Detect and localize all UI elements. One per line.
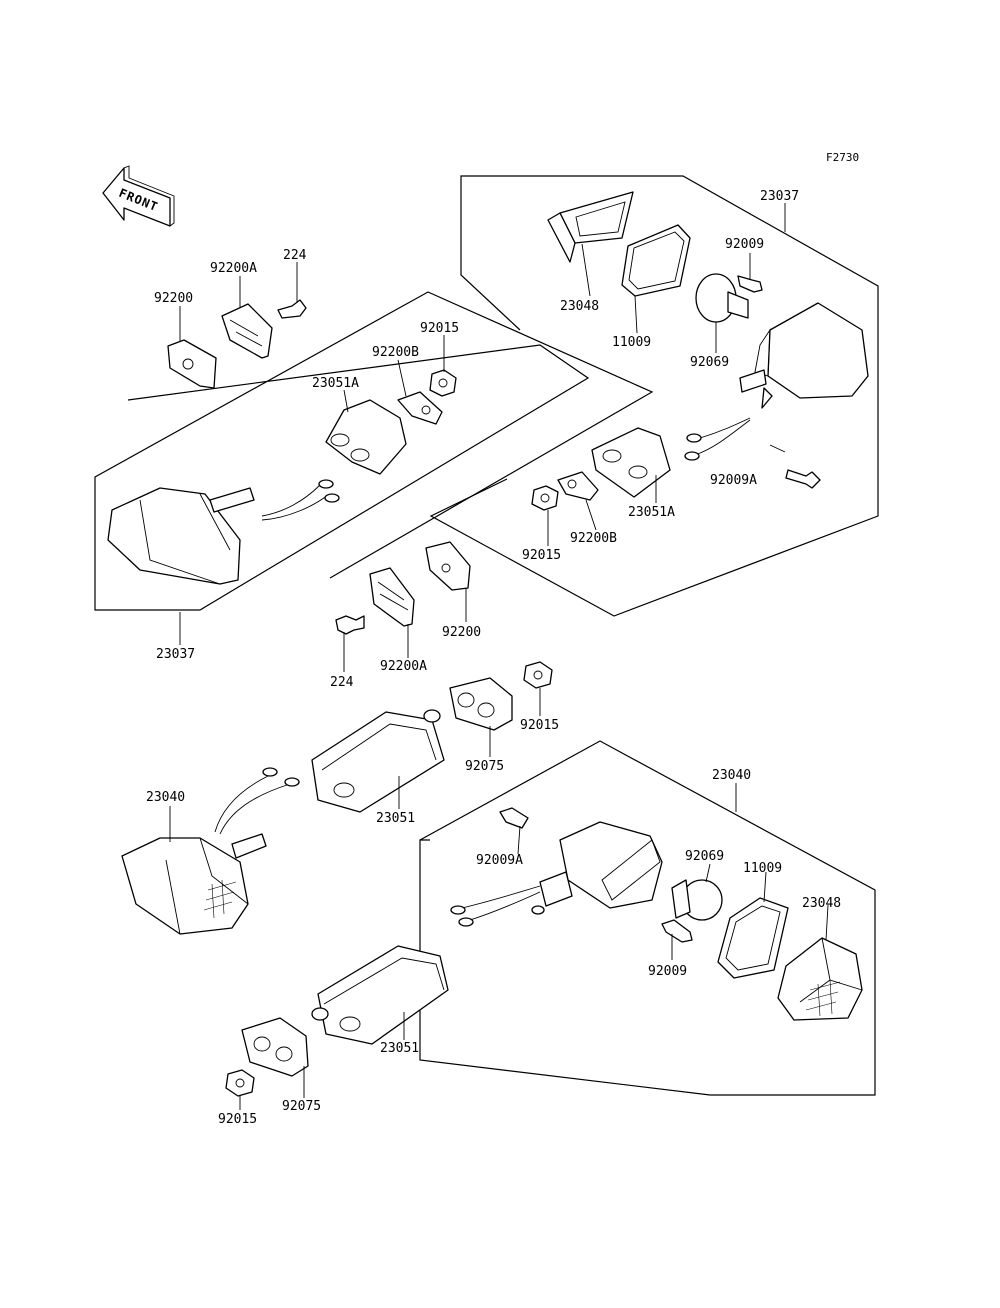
rear-right-screw-a — [785, 469, 821, 489]
label-mid-plate: 92200 — [442, 625, 481, 640]
rear-left-stay — [325, 399, 407, 475]
rear-right-screw — [737, 275, 763, 293]
label-front-left-stay: 23051 — [376, 811, 415, 826]
label-rear-right-gasket: 11009 — [612, 335, 651, 350]
label-front-right-grommet: 92075 — [282, 1099, 321, 1114]
rear-right-plate-b — [557, 471, 599, 501]
label-rear-right-nut: 92015 — [522, 548, 561, 563]
rear-right-housing — [739, 302, 869, 409]
front-right-wires — [450, 885, 545, 927]
label-rear-right-lens: 23048 — [560, 299, 599, 314]
rear-right-nut — [531, 485, 559, 511]
front-right-bulb — [671, 879, 723, 921]
top-bolt — [277, 299, 307, 319]
rear-right-lens — [547, 191, 634, 263]
front-right-housing — [539, 821, 663, 909]
mid-bolt — [335, 615, 365, 635]
front-right-gasket — [717, 897, 789, 979]
front-right-screw-a — [499, 807, 529, 829]
label-front-right-stay: 23051 — [380, 1041, 419, 1056]
label-front-left-grommet: 92075 — [465, 759, 504, 774]
label-mid-plate-a: 92200A — [380, 659, 427, 674]
label-rear-right-assembly: 23037 — [760, 189, 799, 204]
label-front-right-assembly: 23040 — [712, 768, 751, 783]
front-right-nut — [225, 1069, 255, 1097]
rear-left-plate-b — [397, 391, 443, 425]
label-top-bolt: 224 — [283, 248, 307, 263]
front-left-grommet — [449, 677, 513, 731]
label-rear-right-bulb: 92069 — [690, 355, 729, 370]
figure-code: F2730 — [826, 151, 859, 164]
front-right-screw — [661, 919, 693, 943]
label-front-left-assembly: 23040 — [146, 790, 185, 805]
front-right-assembly-frame — [419, 740, 876, 1096]
label-rear-left-plate-b: 92200B — [372, 345, 419, 360]
mid-plate-a — [369, 567, 415, 627]
rear-left-nut — [429, 369, 457, 397]
rear-left-wires — [261, 479, 340, 521]
label-front-left-nut: 92015 — [520, 718, 559, 733]
label-rear-right-screw: 92009 — [725, 237, 764, 252]
label-front-right-bulb: 92069 — [685, 849, 724, 864]
rear-left-assembly-frame — [94, 291, 654, 611]
label-rear-left-nut: 92015 — [420, 321, 459, 336]
mid-plate — [425, 541, 471, 591]
rear-right-bulb — [695, 273, 749, 323]
label-rear-right-screw-a: 92009A — [710, 473, 757, 488]
front-left-stay — [311, 709, 445, 813]
label-rear-left-stay: 23051A — [312, 376, 359, 391]
front-direction-arrow: FRONT — [102, 165, 175, 227]
label-front-right-gasket: 11009 — [743, 861, 782, 876]
rear-right-stay — [591, 427, 671, 498]
label-rear-right-plate-b: 92200B — [570, 531, 617, 546]
label-mid-bolt: 224 — [330, 675, 354, 690]
front-left-nut — [523, 661, 553, 689]
front-right-grommet — [241, 1017, 309, 1077]
rear-right-wires — [684, 417, 751, 461]
top-plate — [167, 339, 217, 389]
label-rear-right-stay: 23051A — [628, 505, 675, 520]
label-rear-left-assembly: 23037 — [156, 647, 195, 662]
rear-left-housing — [107, 487, 255, 585]
front-left-housing — [121, 833, 267, 935]
label-front-right-screw: 92009 — [648, 964, 687, 979]
label-top-plate-a: 92200A — [210, 261, 257, 276]
front-left-wires — [214, 767, 300, 835]
front-right-stay — [311, 945, 449, 1045]
leader-lines — [169, 203, 829, 1110]
label-front-right-lens: 23048 — [802, 896, 841, 911]
rear-right-gasket — [621, 224, 691, 297]
top-plate-a — [221, 303, 273, 359]
rear-right-assembly-frame — [429, 175, 879, 617]
front-right-lens — [777, 937, 863, 1021]
label-front-right-nut: 92015 — [218, 1112, 257, 1127]
label-top-plate: 92200 — [154, 291, 193, 306]
label-front-right-screw-a: 92009A — [476, 853, 523, 868]
